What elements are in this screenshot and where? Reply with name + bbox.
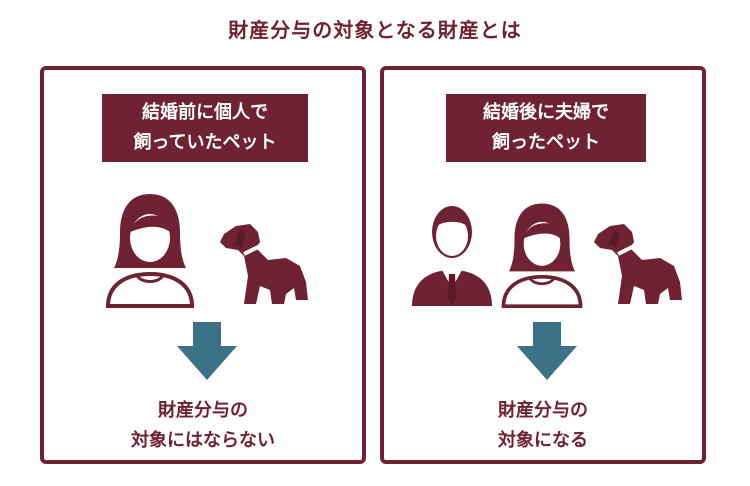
- dog-icon: [594, 224, 682, 304]
- label-line-1: 結婚前に個人で: [142, 102, 268, 123]
- result-subject: 財産分与の 対象になる: [384, 396, 702, 456]
- page-title: 財産分与の対象となる財産とは: [228, 18, 522, 42]
- result-not-subject: 財産分与の 対象にはならない: [44, 396, 362, 456]
- label-line-2: 飼ったペット: [492, 132, 600, 153]
- arrow-down-icon: [517, 322, 577, 380]
- label-after-marriage: 結婚後に夫婦で 飼ったペット: [446, 94, 646, 162]
- result-line-2: 対象になる: [498, 430, 588, 451]
- panel-before-marriage: 結婚前に個人で 飼っていたペット 財産分与の 対象にはならない: [40, 66, 366, 464]
- label-before-marriage: 結婚前に個人で 飼っていたペット: [102, 94, 308, 162]
- result-line-1: 財産分与の: [158, 400, 248, 421]
- dog-icon: [220, 224, 308, 304]
- result-line-2: 対象にはならない: [131, 430, 275, 451]
- label-line-2: 飼っていたペット: [133, 132, 277, 153]
- panel-after-marriage: 結婚後に夫婦で 飼ったペット 財産分与の 対象になる: [380, 66, 706, 464]
- woman-icon: [106, 194, 194, 308]
- man-icon: [412, 206, 492, 306]
- label-line-1: 結婚後に夫婦で: [483, 102, 609, 123]
- result-line-1: 財産分与の: [498, 400, 588, 421]
- woman-icon: [501, 203, 583, 308]
- arrow-down-icon: [177, 322, 237, 380]
